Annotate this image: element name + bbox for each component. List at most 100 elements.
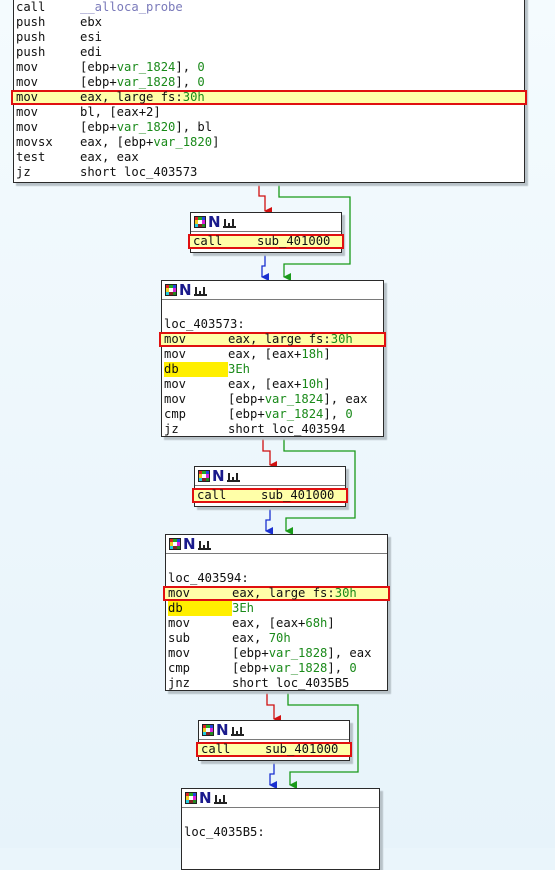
stack-var[interactable]: var_1828 xyxy=(268,661,328,675)
mnemonic: push xyxy=(16,45,46,59)
mnemonic: db xyxy=(168,601,232,616)
function-ref[interactable]: __alloca_probe xyxy=(80,0,183,14)
instruction-line[interactable]: mov[ebp+var_1824], 0 xyxy=(14,60,524,75)
code-label[interactable]: loc_403573: xyxy=(162,317,383,332)
graph-color-icon[interactable] xyxy=(198,470,210,482)
blank-line xyxy=(166,556,387,571)
graph-layout-icon[interactable] xyxy=(213,792,228,804)
stack-var[interactable]: var_1824 xyxy=(264,407,324,421)
mnemonic: db xyxy=(164,362,228,377)
immediate: 0 xyxy=(197,75,205,89)
operand: ] xyxy=(212,135,220,149)
stack-var[interactable]: var_1828 xyxy=(116,75,176,89)
operand: ], bl xyxy=(175,120,213,134)
graph-color-icon[interactable] xyxy=(169,538,181,550)
operand: eax, large fs: xyxy=(80,90,183,104)
graph-layout-icon[interactable] xyxy=(230,724,245,736)
mnemonic: call xyxy=(193,234,223,248)
stack-var[interactable]: var_1824 xyxy=(264,392,324,406)
node-header[interactable]: N xyxy=(182,789,379,808)
graph-color-icon[interactable] xyxy=(202,724,214,736)
graph-layout-icon[interactable] xyxy=(226,470,241,482)
node-n-icon[interactable]: N xyxy=(212,467,225,485)
stack-var[interactable]: var_1828 xyxy=(268,646,328,660)
mnemonic: mov xyxy=(16,75,39,89)
node-header[interactable]: N xyxy=(162,281,383,300)
operand: [ebp+ xyxy=(80,60,117,74)
node-header[interactable]: N xyxy=(195,467,345,486)
node-n-icon[interactable]: N xyxy=(179,281,192,299)
mnemonic: call xyxy=(197,488,227,502)
graph-layout-icon[interactable] xyxy=(197,538,212,550)
operand: short loc_403594 xyxy=(228,422,346,436)
stack-var[interactable]: var_1824 xyxy=(116,60,176,74)
graph-node-loc-4035b5[interactable]: N loc_4035B5: xyxy=(181,788,380,870)
instruction-line[interactable]: cmp[ebp+var_1824], 0 xyxy=(162,407,383,422)
graph-color-icon[interactable] xyxy=(165,284,177,296)
node-header[interactable]: N xyxy=(199,721,349,740)
instruction-line[interactable]: mov[ebp+var_1828], eax xyxy=(166,646,387,661)
node-n-icon[interactable]: N xyxy=(208,213,221,231)
operand: [ebp+ xyxy=(228,407,265,421)
graph-layout-icon[interactable] xyxy=(193,284,208,296)
node-n-icon[interactable]: N xyxy=(183,535,196,553)
mnemonic: call xyxy=(16,0,46,14)
stack-var[interactable]: var_1820 xyxy=(116,120,176,134)
mnemonic: jz xyxy=(16,165,31,179)
label-text[interactable]: loc_4035B5: xyxy=(184,825,265,839)
operand: ], eax xyxy=(323,392,368,406)
node-header[interactable]: N xyxy=(191,213,341,232)
immediate: 30h xyxy=(334,586,357,600)
instruction-line[interactable]: cmp[ebp+var_1828], 0 xyxy=(166,661,387,676)
code-label[interactable]: loc_403594: xyxy=(166,571,387,586)
stack-var[interactable]: var_1820 xyxy=(153,135,213,149)
instruction-line[interactable]: mov[ebp+var_1824], eax xyxy=(162,392,383,407)
graph-layout-icon[interactable] xyxy=(222,216,237,228)
label-text[interactable]: loc_403594: xyxy=(168,571,249,585)
instruction-line[interactable]: call __alloca_probe xyxy=(14,0,524,15)
mnemonic: push xyxy=(16,15,46,29)
graph-color-icon[interactable] xyxy=(185,792,197,804)
immediate: 0 xyxy=(197,60,205,74)
label-text[interactable]: loc_403573: xyxy=(164,317,245,331)
node-n-icon[interactable]: N xyxy=(199,789,212,807)
mnemonic: mov xyxy=(16,105,39,119)
graph-color-icon[interactable] xyxy=(194,216,206,228)
node-n-icon[interactable]: N xyxy=(216,721,229,739)
instruction-line[interactable]: mov[ebp+var_1828], 0 xyxy=(14,75,524,90)
operand: eax, large fs: xyxy=(232,586,335,600)
immediate: 30h xyxy=(182,90,205,104)
immediate: 0 xyxy=(349,661,357,675)
node-header[interactable]: N xyxy=(166,535,387,554)
instruction-line[interactable]: mov[ebp+var_1820], bl xyxy=(14,120,524,135)
code-label[interactable]: loc_4035B5: xyxy=(182,825,379,840)
